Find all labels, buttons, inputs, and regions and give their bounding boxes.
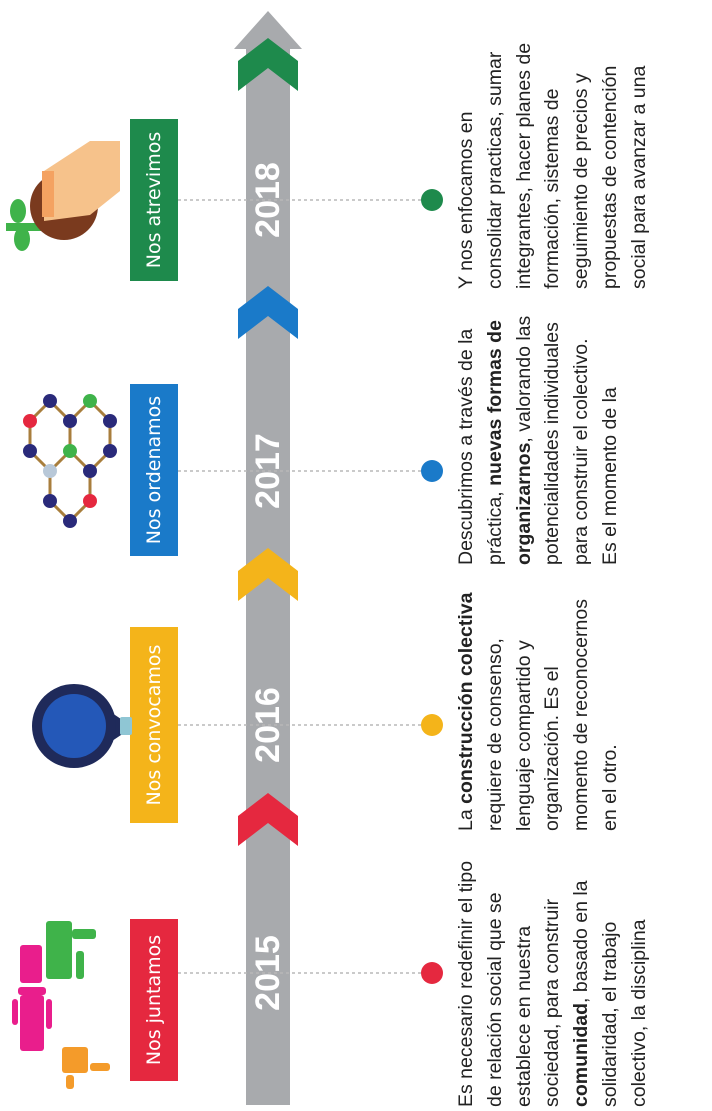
stage-label-2015: Nos juntamos <box>143 934 165 1066</box>
hands-icon <box>12 921 110 1089</box>
molecule-network-icon <box>23 394 117 528</box>
chevron-2015 <box>238 793 298 846</box>
description-2015: Es necesario redefinir el tipo de relaci… <box>452 857 712 1107</box>
description-text: La <box>455 803 477 831</box>
stage-label-2017: Nos ordenamos <box>143 395 165 545</box>
label-box-2017 <box>130 384 178 556</box>
dot-2018 <box>421 189 443 211</box>
description-2016: La construcción colectiva requiere de co… <box>452 581 712 831</box>
hand-planting-seed-icon <box>6 141 120 251</box>
year-2017: 2017 <box>249 433 287 509</box>
description-text: Y nos enfocamos en consolidar practicas,… <box>455 42 650 289</box>
chevron-2017 <box>238 286 298 339</box>
label-box-2015 <box>130 919 178 1081</box>
label-box-2016 <box>130 627 178 823</box>
description-text: requiere de consenso, lenguaje compartid… <box>483 599 621 831</box>
description-emphasis: construcción colectiva <box>455 592 477 804</box>
stage-label-2018: Nos atrevimos <box>143 131 165 269</box>
description-2017: Descubrimos a través de la práctica, nue… <box>452 315 712 565</box>
megaphone-icon <box>32 684 132 768</box>
year-2016: 2016 <box>249 687 287 763</box>
description-2018: Y nos enfocamos en consolidar practicas,… <box>452 39 712 289</box>
label-box-2018 <box>130 119 178 281</box>
year-2015: 2015 <box>249 935 287 1011</box>
chevron-2016 <box>238 548 298 601</box>
dot-2017 <box>421 460 443 482</box>
year-2018: 2018 <box>249 162 287 238</box>
description-text: Es necesario redefinir el tipo de relaci… <box>455 860 564 1107</box>
dot-2015 <box>421 962 443 984</box>
chevron-2018 <box>238 38 298 91</box>
stage-label-2016: Nos convocamos <box>143 644 165 806</box>
dot-2016 <box>421 714 443 736</box>
description-emphasis: comunidad <box>570 1002 593 1107</box>
